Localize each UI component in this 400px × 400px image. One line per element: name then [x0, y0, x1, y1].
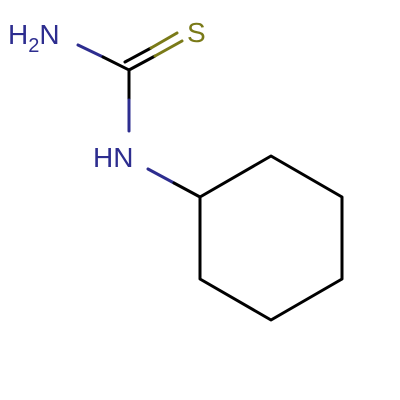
cyclohexane-ring [198, 154, 344, 322]
bond-nh-cyclohexyl [146, 167, 202, 199]
imine-label: HN [93, 142, 133, 173]
amine-subscript: 2 [28, 35, 39, 57]
amine-label: H2N [8, 19, 60, 57]
amine-h: H [8, 19, 28, 50]
bond-carbon-sulfur-double [123, 31, 184, 72]
bond-nh2-carbon [76, 43, 131, 72]
sulfur-label: S [187, 17, 206, 48]
amine-n: N [39, 19, 59, 50]
